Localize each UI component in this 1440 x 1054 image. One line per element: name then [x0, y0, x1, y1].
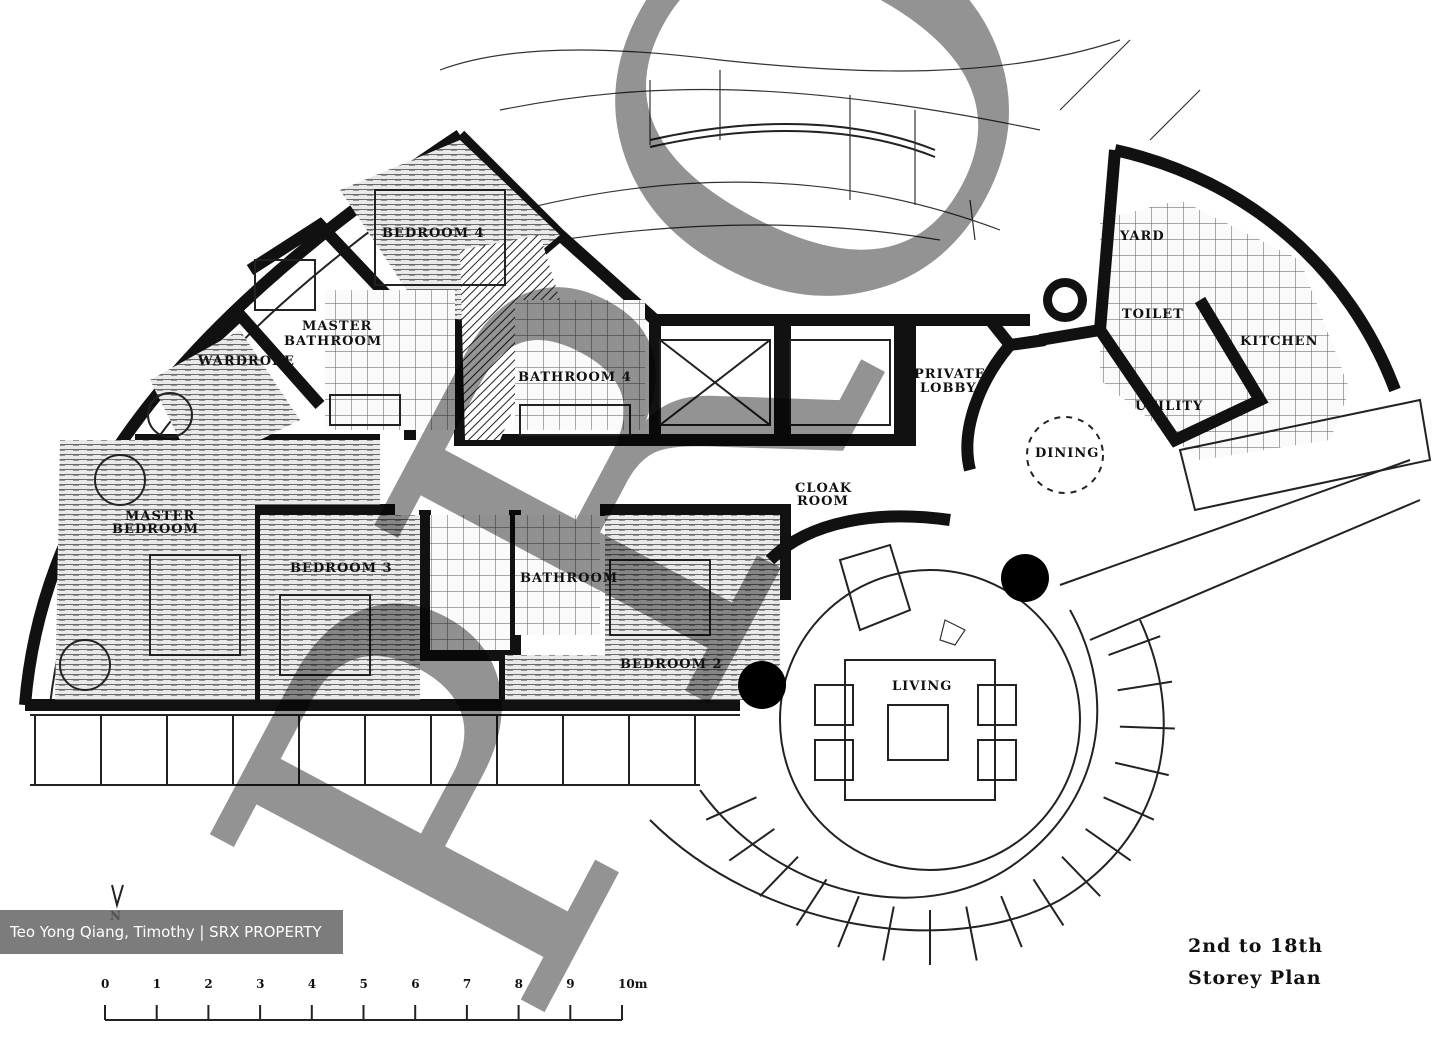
scale-tick-label: 6 [411, 977, 419, 991]
label-cloak-room-1: CLOAK [795, 481, 852, 496]
window-mullions [30, 714, 740, 786]
balcony-mullion [1000, 895, 1023, 948]
balcony-mullion [1085, 828, 1132, 862]
label-wardrobe: WARDROBE [197, 354, 295, 369]
scale-tick-label: 10m [618, 977, 648, 991]
label-yard: YARD [1119, 229, 1165, 244]
label-bedroom-2: BEDROOM 2 [620, 657, 723, 672]
scale-tick-label: 1 [153, 977, 161, 991]
scale-tick-label: 5 [360, 977, 368, 991]
scale-tick-label: 7 [463, 977, 471, 991]
scale-tick-label: 3 [256, 977, 264, 991]
balcony-mullion [795, 878, 828, 927]
balcony-mullion [1108, 635, 1161, 656]
label-private-lobby-1: PRIVATE [914, 367, 986, 382]
balcony-mullion [1032, 878, 1065, 927]
watermark-text: PROPE [105, 0, 1440, 1054]
label-cloak-room-2: ROOM [797, 494, 849, 509]
label-kitchen: KITCHEN [1240, 334, 1318, 349]
label-private-lobby-2: LOBBY [920, 381, 977, 396]
plan-title: 2nd to 18th Storey Plan [1188, 930, 1408, 994]
balcony-mullion [1114, 761, 1169, 777]
living-area [649, 416, 1175, 965]
label-bathroom-2: BATHROOM [520, 571, 618, 586]
label-bedroom-4: BEDROOM 4 [382, 226, 485, 241]
balcony-mullion [837, 895, 860, 948]
label-bathroom-4: BATHROOM 4 [518, 370, 632, 385]
scale-tick-label: 0 [101, 977, 109, 991]
balcony-mullion [705, 796, 757, 821]
service-wing-walls [910, 144, 1432, 641]
plan-title-line-1: 2nd to 18th [1188, 935, 1324, 957]
credit-banner: Teo Yong Qiang, Timothy | SRX PROPERTY [0, 910, 343, 954]
scale-tick-label: 9 [566, 977, 574, 991]
label-utility: UTILITY [1135, 399, 1203, 414]
corridor-sketch [439, 39, 1201, 241]
balcony-mullion [759, 855, 799, 897]
balcony-mullion [1103, 796, 1155, 821]
label-master-bathroom-1: MASTER [302, 319, 372, 334]
label-master-bedroom-2: BEDROOM [112, 522, 199, 537]
balcony-mullion [728, 828, 775, 862]
room-labels: BEDROOM 4 MASTER BATHROOM WARDROBE BATHR… [112, 226, 1318, 694]
label-dining: DINING [1035, 446, 1099, 461]
label-master-bedroom-1: MASTER [125, 509, 195, 524]
label-bedroom-3: BEDROOM 3 [290, 561, 393, 576]
scale-tick-label: 8 [515, 977, 523, 991]
scale-tick-label: 4 [308, 977, 316, 991]
scale-tick-label: 2 [204, 977, 212, 991]
scale-bar: 0 1 2 3 4 5 6 7 8 9 10m [101, 977, 648, 1021]
plan-title-line-2: Storey Plan [1188, 967, 1322, 989]
balcony-mullion [1061, 855, 1101, 897]
label-living: LIVING [892, 679, 952, 694]
label-master-bathroom-2: BATHROOM [284, 334, 382, 349]
balcony-mullion [1119, 725, 1175, 730]
balcony-mullion [882, 906, 895, 961]
balcony-mullion [965, 906, 978, 961]
label-toilet: TOILET [1122, 307, 1184, 322]
balcony-mullion [1117, 680, 1173, 692]
furniture [59, 189, 891, 691]
